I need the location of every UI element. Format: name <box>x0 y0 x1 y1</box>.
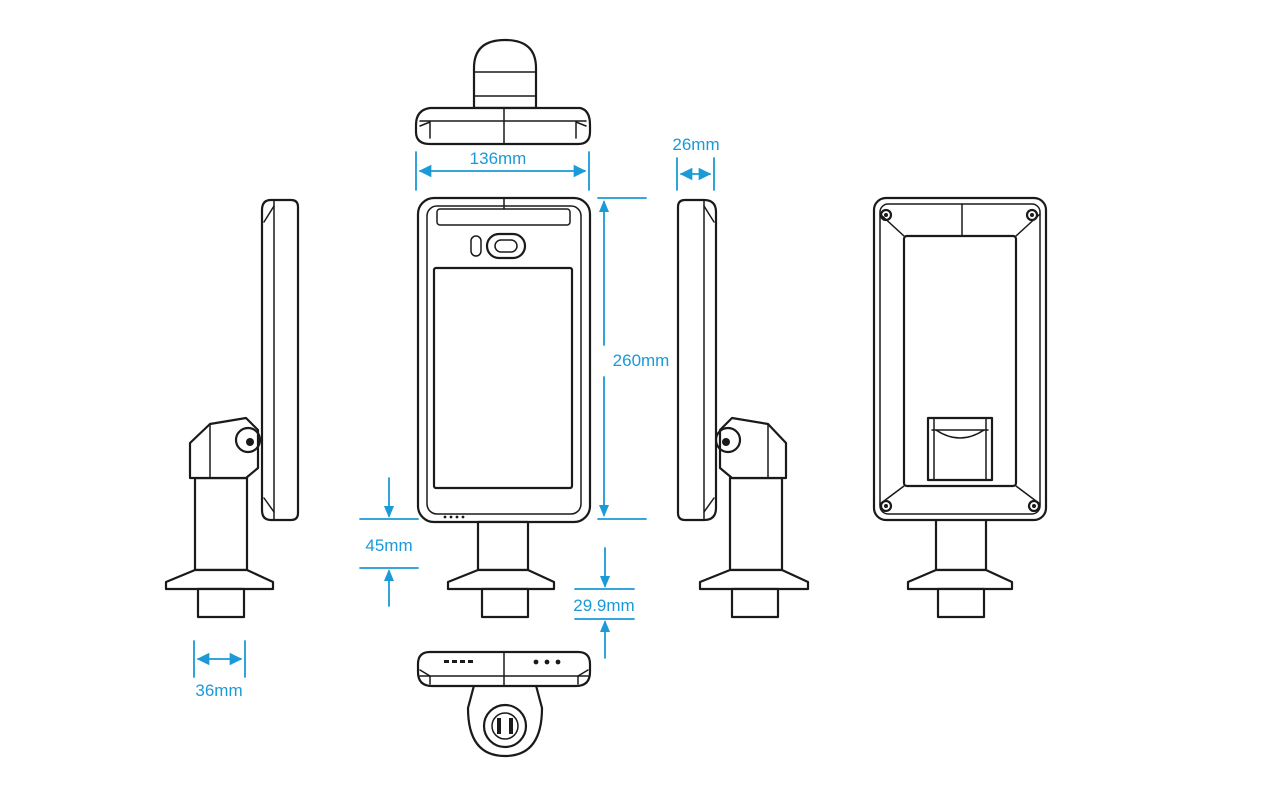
dim-depth-label: 26mm <box>672 135 719 154</box>
dim-width-label: 136mm <box>470 149 527 168</box>
front-view <box>416 196 592 619</box>
dim-width: 136mm <box>415 149 590 191</box>
dimensions: 136mm 26mm 260mm 45mm <box>193 135 720 700</box>
dim-pole-label: 36mm <box>195 681 242 700</box>
top-view <box>414 38 592 146</box>
bottom-view <box>416 650 592 758</box>
vent-slots <box>444 660 473 663</box>
speaker-dots <box>443 515 465 519</box>
dim-height-label: 260mm <box>613 351 670 370</box>
dim-depth: 26mm <box>672 135 720 191</box>
left-side-view <box>164 198 300 619</box>
dim-stand-gap-label: 45mm <box>365 536 412 555</box>
dim-pole: 36mm <box>193 640 246 700</box>
dim-height: 260mm <box>597 197 670 520</box>
back-view <box>872 196 1048 619</box>
dim-base-label: 29.9mm <box>573 596 634 615</box>
right-side-view <box>676 198 810 619</box>
dim-stand-gap: 45mm <box>359 477 419 607</box>
dim-base: 29.9mm <box>573 547 635 659</box>
